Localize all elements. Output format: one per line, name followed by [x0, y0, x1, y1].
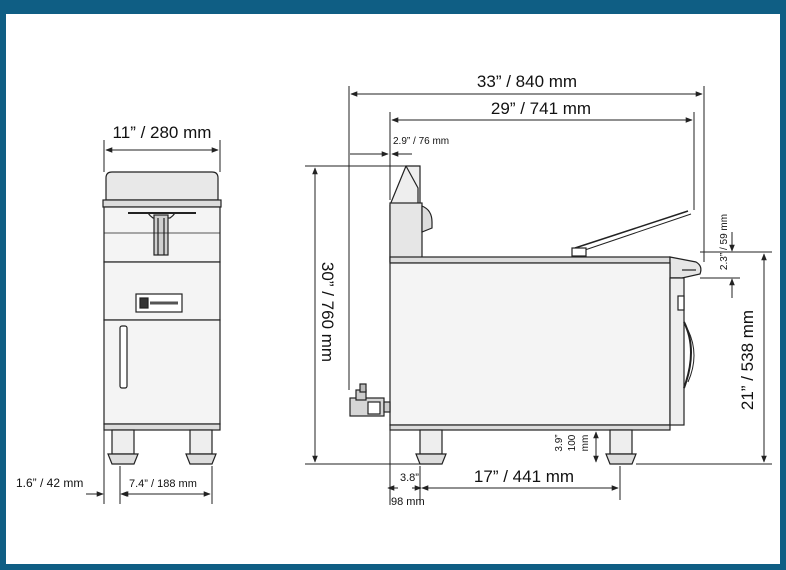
side-top-offset-label: 2.3” / 59 mm [719, 214, 730, 270]
side-clearance-label-mm-a: 100 [567, 434, 578, 451]
side-cabinet [389, 262, 671, 426]
side-overall-height-label: 30” / 760 mm [318, 262, 337, 362]
front-legs [107, 429, 217, 465]
side-gas-valve [349, 383, 391, 417]
side-view [349, 165, 702, 465]
side-clearance-label-in: 3.9” [554, 434, 565, 451]
side-legs [415, 429, 637, 465]
front-width-label: 11” / 280 mm [113, 123, 212, 142]
side-overall-depth-label: 33” / 840 mm [477, 72, 577, 91]
front-backsplash [105, 171, 219, 201]
front-view [102, 171, 222, 465]
side-body-height-label: 21” / 538 mm [738, 310, 757, 410]
side-front-offset-label: 2.9” / 76 mm [393, 136, 449, 147]
front-top-lip [102, 199, 222, 208]
side-basket [571, 210, 692, 257]
side-dimensions [305, 86, 772, 505]
side-leg-offset-label-in: 3.8” [400, 472, 419, 484]
front-leg-height-label: 1.6” / 42 mm [16, 476, 83, 490]
side-leg-spacing-label: 17” / 441 mm [474, 467, 574, 486]
front-dimensions [86, 140, 221, 504]
side-body-depth-label: 29” / 741 mm [491, 99, 591, 118]
front-door-handle [119, 325, 128, 389]
side-top-deck [389, 256, 671, 264]
side-clearance-label-mm-b: mm [580, 435, 591, 452]
front-basket-handle [153, 214, 169, 256]
side-leg-offset-label-mm: 98 mm [391, 496, 425, 508]
front-leg-spacing-label: 7.4” / 188 mm [129, 478, 197, 490]
